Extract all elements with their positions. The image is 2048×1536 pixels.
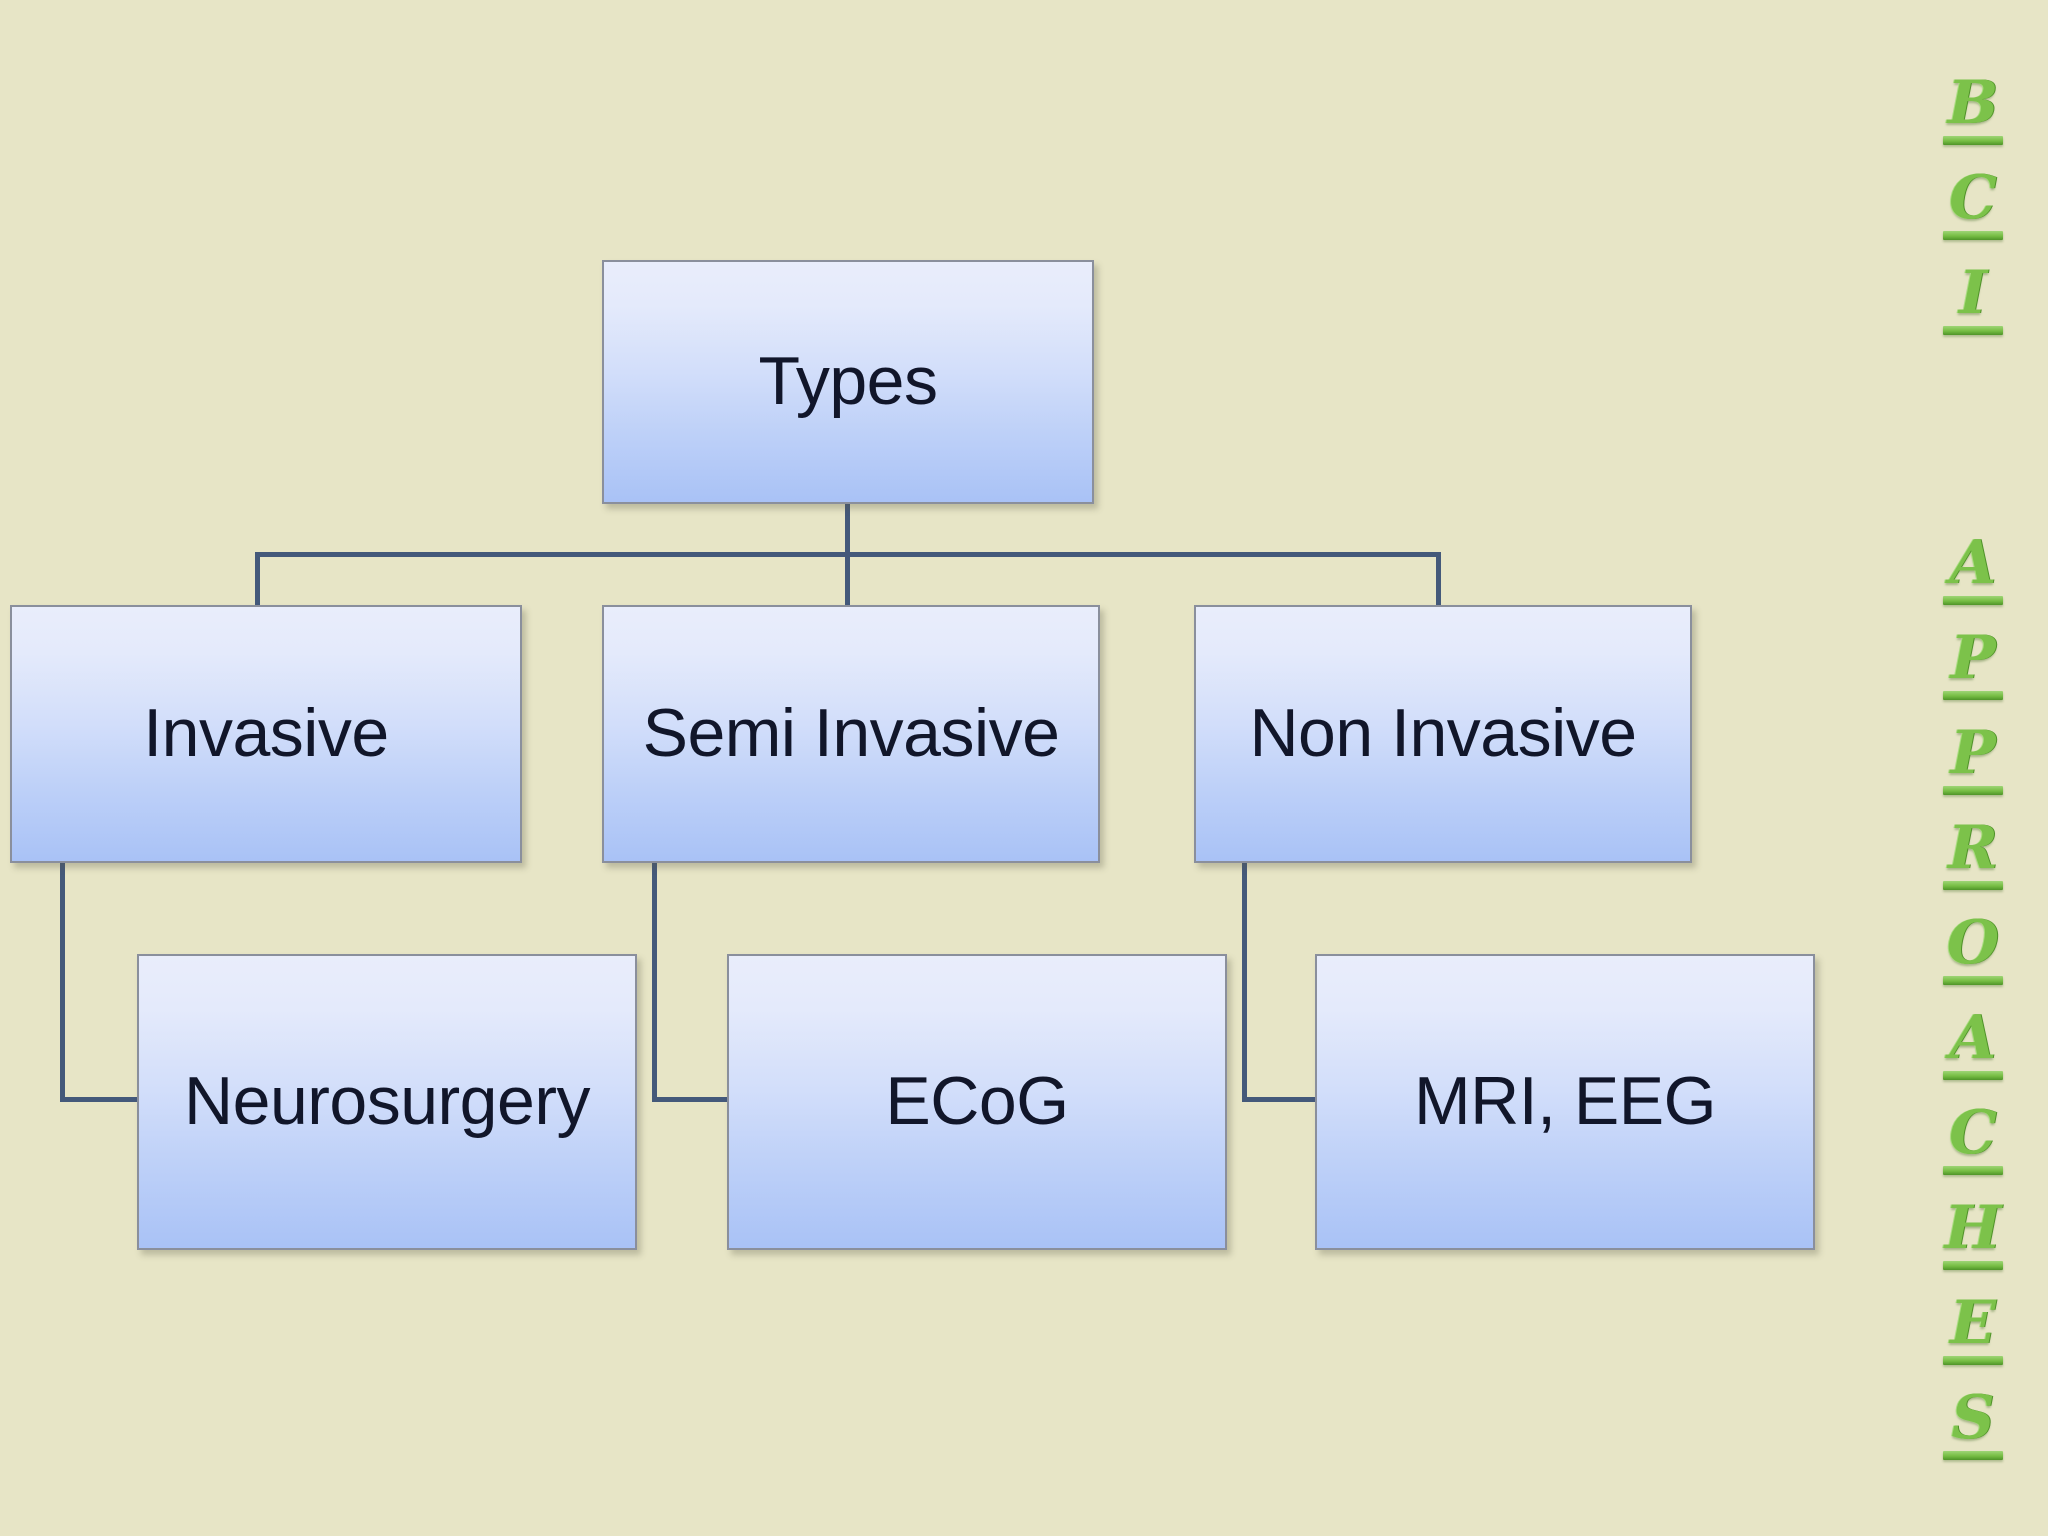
node-types-label: Types [758, 343, 938, 420]
node-neurosurgery-label: Neurosurgery [184, 1063, 590, 1140]
node-mri-eeg[interactable]: MRI, EEG [1315, 954, 1815, 1250]
side-title-letter-o-8: O [1898, 912, 2048, 1007]
side-title-space [1898, 357, 2048, 532]
connector-invasive-down [60, 861, 65, 1101]
connector-semi-invasive-down [652, 861, 657, 1101]
side-title-glyph: S [1951, 1383, 1995, 1453]
node-ecog-label: ECoG [885, 1063, 1069, 1140]
side-title-underline [1943, 231, 2003, 240]
side-title-letter-p-5: P [1898, 627, 2048, 722]
node-types[interactable]: Types [602, 260, 1094, 504]
side-title-glyph: P [1950, 718, 1996, 788]
connector-bus-to-non-invasive [1436, 552, 1441, 607]
side-title-letter-p-6: P [1898, 722, 2048, 817]
side-title-underline [1943, 1261, 2003, 1270]
side-title-glyph: A [1949, 1003, 1997, 1073]
side-title-glyph: C [1949, 1098, 1997, 1168]
connector-bus-to-invasive [255, 552, 260, 607]
side-title-letter-s-13: S [1898, 1387, 2048, 1482]
side-title-glyph: A [1949, 528, 1997, 598]
side-title-glyph: O [1946, 908, 2000, 978]
side-title-underline [1943, 691, 2003, 700]
connector-semi-invasive-to-ecog [652, 1097, 732, 1102]
side-title-letter-e-12: E [1898, 1292, 2048, 1387]
side-title-glyph: C [1949, 163, 1997, 233]
connector-root-stem [845, 503, 850, 557]
side-title-underline [1943, 1356, 2003, 1365]
node-invasive-label: Invasive [143, 695, 389, 772]
node-non-invasive-label: Non Invasive [1249, 695, 1637, 772]
side-title-glyph: R [1948, 813, 1998, 883]
node-semi-invasive-label: Semi Invasive [642, 695, 1060, 772]
side-title-letter-h-11: H [1898, 1197, 2048, 1292]
node-neurosurgery[interactable]: Neurosurgery [137, 954, 637, 1250]
side-title-underline [1943, 596, 2003, 605]
connector-bus-to-semi-invasive [845, 552, 850, 607]
side-title-underline [1943, 326, 2003, 335]
side-title-underline [1943, 1451, 2003, 1460]
side-title-letter-b-0: B [1898, 72, 2048, 167]
node-mri-eeg-label: MRI, EEG [1413, 1063, 1717, 1140]
side-title-underline [1943, 1071, 2003, 1080]
side-title-glyph: H [1944, 1193, 2002, 1263]
side-title-underline [1943, 881, 2003, 890]
side-title-letter-r-7: R [1898, 817, 2048, 912]
side-title-underline [1943, 976, 2003, 985]
node-invasive[interactable]: Invasive [10, 605, 522, 863]
side-title-underline [1943, 786, 2003, 795]
side-title-glyph: E [1950, 1288, 1996, 1358]
side-title-glyph: P [1950, 623, 1996, 693]
node-non-invasive[interactable]: Non Invasive [1194, 605, 1692, 863]
side-title-underline [1943, 136, 2003, 145]
side-title-glyph: I [1958, 258, 1988, 328]
node-ecog[interactable]: ECoG [727, 954, 1227, 1250]
side-title-underline [1943, 1166, 2003, 1175]
side-title-letter-a-9: A [1898, 1007, 2048, 1102]
connector-invasive-to-neurosurgery [60, 1097, 142, 1102]
side-title-letter-c-10: C [1898, 1102, 2048, 1197]
side-title-letter-a-4: A [1898, 532, 2048, 627]
side-title-letter-c-1: C [1898, 167, 2048, 262]
side-title-glyph: B [1947, 68, 1999, 138]
connector-non-invasive-to-mri-eeg [1242, 1097, 1320, 1102]
side-title-letter-i-2: I [1898, 262, 2048, 357]
node-semi-invasive[interactable]: Semi Invasive [602, 605, 1100, 863]
connector-non-invasive-down [1242, 861, 1247, 1101]
